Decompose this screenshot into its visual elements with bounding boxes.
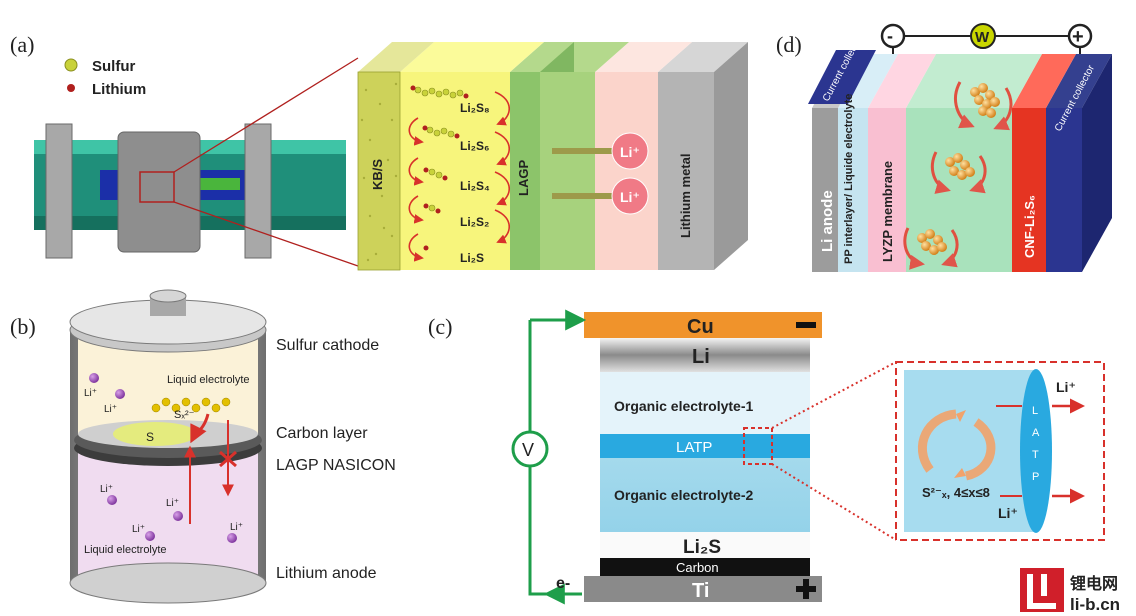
label-org1: Organic electrolyte-1: [614, 398, 753, 414]
ion-li-b-4: Li⁺: [166, 498, 179, 509]
watermark-chars: 锂电网: [1070, 574, 1118, 593]
panel-a: (a) Sulfur Lithium: [10, 32, 748, 271]
label-cu: Cu: [687, 316, 714, 338]
layer-lagp: LAGP: [516, 160, 531, 196]
cell-assembly: [34, 57, 359, 267]
layer-li: [600, 338, 810, 372]
species-1: Li₂S₆: [460, 139, 489, 153]
layer-li-anode: Li anode: [819, 190, 836, 252]
species-4: Li₂S: [460, 251, 484, 265]
layer-stack-d: Current collector Li anode PP interlayer…: [808, 33, 1112, 272]
svg-text:P: P: [1032, 471, 1039, 483]
terminal-load: W: [975, 29, 990, 46]
panel-d-letter: (d): [776, 32, 802, 57]
watermark: 锂电网 li-b.cn: [1020, 568, 1120, 614]
layer-stack-a: KB/S LAGP Lithium metal Li₂S₈ Li₂S₆ Li₂S…: [357, 42, 748, 271]
svg-text:T: T: [1032, 449, 1039, 461]
svg-text:L: L: [1032, 405, 1038, 417]
label-s: S: [146, 430, 154, 444]
svg-text:A: A: [1032, 427, 1040, 439]
ion-li-b-5: Li⁺: [132, 524, 145, 535]
panel-c: (c) Cu Li Organic electrolyte-1 LATP Org…: [428, 309, 1105, 605]
label-carbon: Carbon: [676, 560, 719, 575]
ion-li-b-3: Li⁺: [100, 484, 113, 495]
label-sx: Sₓ²⁻: [174, 409, 195, 421]
ion-li-b-6: Li⁺: [230, 522, 243, 533]
terminal-minus: -: [887, 26, 893, 46]
label-org2: Organic electrolyte-2: [614, 487, 753, 503]
electron-label: e-: [556, 575, 570, 592]
ion-li-b-2: Li⁺: [104, 404, 117, 415]
terminal-plus: +: [1072, 26, 1084, 48]
ion-li-c-1: Li⁺: [1056, 379, 1076, 395]
voltmeter-label: V: [522, 440, 534, 460]
label-lagp-nasicon: LAGP NASICON: [276, 457, 396, 474]
label-lithium-anode: Lithium anode: [276, 565, 377, 582]
panel-b-letter: (b): [10, 314, 36, 339]
zoom-box-c: [743, 427, 773, 465]
layer-lithium-metal: Lithium metal: [678, 153, 693, 238]
panel-a-letter: (a): [10, 32, 34, 57]
ion-li-c-2: Li⁺: [998, 505, 1018, 521]
layer-pp: PP interlayer/ Liquide electrolyte: [843, 94, 855, 264]
ion-li-a-1: Li⁺: [620, 144, 640, 160]
label-li2s: Li₂S: [683, 537, 721, 558]
layer-lyzp: LYZP membrane: [880, 161, 895, 262]
label-sulfur-cathode: Sulfur cathode: [276, 337, 379, 354]
layer-cu: [584, 312, 822, 338]
species-0: Li₂S₈: [460, 101, 490, 115]
label-li: Li: [692, 346, 710, 368]
legend-lithium: Lithium: [92, 81, 146, 98]
layer-cnf: CNF-Li₂S₆: [1022, 195, 1037, 258]
layer-kbs: KB/S: [370, 159, 385, 190]
liquid-electrolyte-bottom: Liquid electrolyte: [84, 544, 167, 556]
layer-ti: [584, 576, 822, 602]
panel-d: (d) - W +: [776, 23, 1112, 272]
watermark-url: li-b.cn: [1070, 595, 1120, 614]
liquid-electrolyte-top: Liquid electrolyte: [167, 374, 250, 386]
lithium-legend-dot: [67, 84, 75, 92]
sulfur-legend-dot: [64, 58, 78, 72]
panel-b: (b) S Sₓ²⁻ Liquid electrolyte Liquid ele…: [10, 289, 396, 604]
label-formula: S²⁻ₓ, 4≤x≤8: [922, 485, 990, 500]
label-carbon-layer: Carbon layer: [276, 425, 368, 442]
panel-c-letter: (c): [428, 314, 452, 339]
layer-latp: [600, 434, 810, 458]
species-3: Li₂S₂: [460, 215, 489, 229]
polysulfide-clusters: [903, 81, 1013, 270]
ion-li-b-1: Li⁺: [84, 388, 97, 399]
species-2: Li₂S₄: [460, 179, 490, 193]
label-latp: LATP: [676, 439, 712, 456]
zoom-box-a: [139, 171, 175, 203]
legend-sulfur: Sulfur: [92, 58, 135, 75]
voltmeter: [511, 430, 549, 468]
latp-vertical: LATP: [1032, 405, 1040, 483]
label-ti: Ti: [692, 580, 709, 602]
ion-li-a-2: Li⁺: [620, 189, 640, 205]
